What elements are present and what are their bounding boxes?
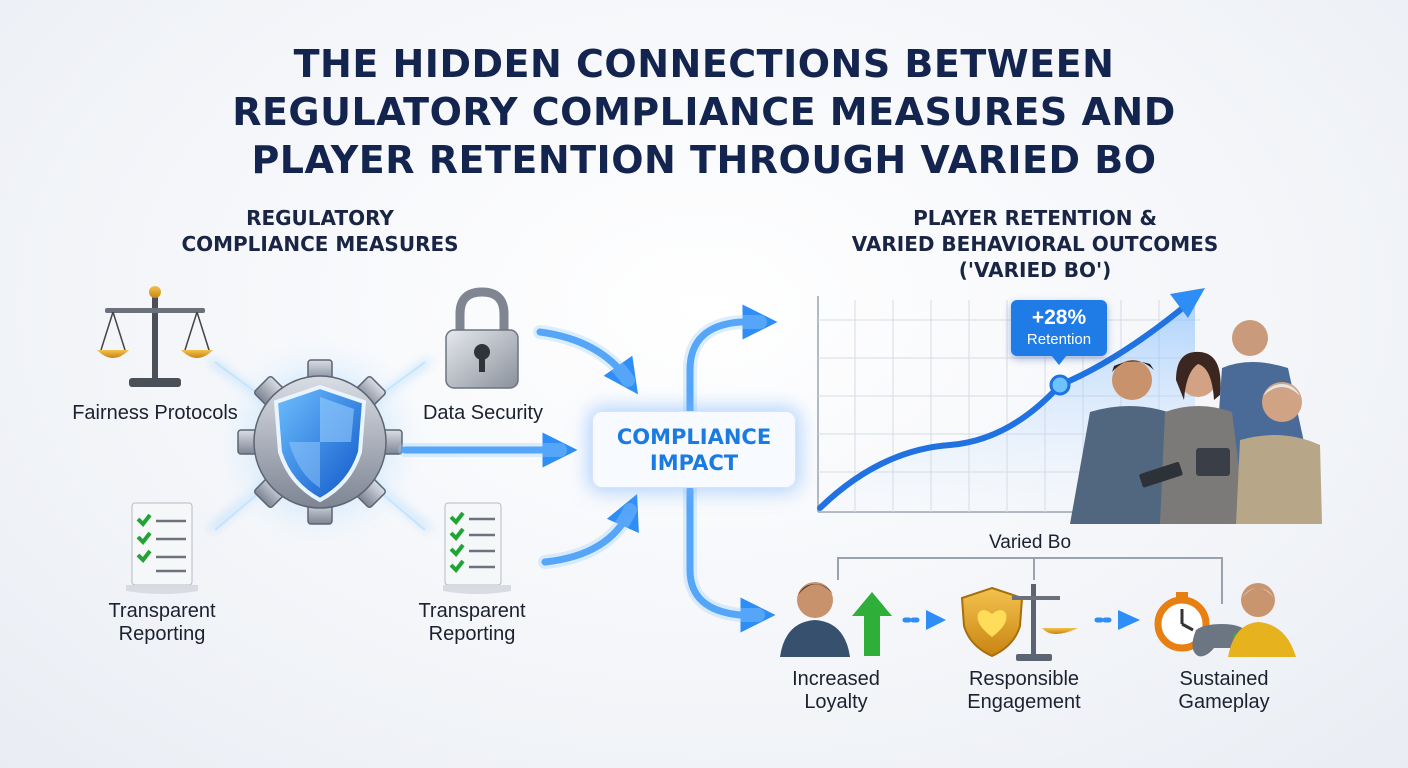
padlock-shape — [445, 287, 519, 389]
sustained-gameplay-label: Sustained Gameplay — [1154, 668, 1294, 714]
left-section-heading: REGULATORY COMPLIANCE MEASURES — [130, 205, 510, 257]
impact-line-1: COMPLIANCE — [616, 424, 772, 449]
right-heading-line-3: ('VARIED BO') — [958, 258, 1112, 282]
varied-bo-label: Varied Bo — [988, 532, 1072, 553]
engagement-line-2: Engagement — [967, 691, 1081, 713]
transparent-reporting-label-left: Transparent Reporting — [82, 600, 242, 646]
people-group-shape — [1070, 320, 1322, 524]
chart-marker — [1049, 374, 1071, 396]
gameplay-line-1: Sustained — [1179, 668, 1269, 690]
checklist-shape-left — [126, 502, 198, 594]
retention-badge: +28% Retention — [1011, 300, 1107, 365]
reporting-left-line-2: Reporting — [118, 623, 206, 645]
heart-shield-scales-icon — [960, 580, 1082, 662]
loyalty-line-1: Increased — [792, 668, 880, 690]
transparent-reporting-label-right: Transparent Reporting — [392, 600, 552, 646]
checklist-icon — [125, 500, 205, 595]
scales-shape — [97, 286, 213, 387]
data-security-label: Data Security — [422, 402, 544, 424]
loyalty-line-2: Loyalty — [804, 691, 868, 713]
padlock-icon — [440, 290, 525, 390]
person-up-arrow-icon — [778, 580, 898, 660]
scales-icon — [100, 290, 210, 390]
title-line-3: PLAYER RETENTION THROUGH VARIED BO — [251, 138, 1157, 182]
title-line-1: THE HIDDEN CONNECTIONS BETWEEN — [293, 42, 1115, 86]
gear-shape — [237, 359, 403, 525]
varied-bo-bracket — [837, 557, 1223, 604]
shield-gear-icon — [245, 365, 395, 520]
people-group-icon — [1070, 318, 1325, 524]
heart-shield-scales-shape — [960, 584, 1078, 661]
chart-line — [817, 299, 1193, 511]
increased-loyalty-label: Increased Loyalty — [766, 668, 906, 714]
retention-badge-value: +28% — [1031, 306, 1087, 329]
reporting-right-line-1: Transparent — [418, 600, 526, 622]
title-line-2: REGULATORY COMPLIANCE MEASURES AND — [232, 90, 1176, 134]
checklist-icon — [440, 500, 515, 595]
stopwatch-controller-shape — [1154, 583, 1296, 657]
fairness-protocols-label: Fairness Protocols — [72, 402, 238, 424]
gameplay-line-2: Gameplay — [1178, 691, 1270, 713]
left-heading-line-2: COMPLIANCE MEASURES — [181, 232, 459, 256]
compliance-impact-box: COMPLIANCE IMPACT — [592, 411, 796, 488]
flow-arrows-out — [686, 304, 778, 633]
retention-badge-label: Retention — [1026, 331, 1092, 348]
engagement-line-1: Responsible — [968, 668, 1080, 690]
page-title: THE HIDDEN CONNECTIONS BETWEEN REGULATOR… — [0, 40, 1408, 184]
reporting-left-line-1: Transparent — [108, 600, 216, 622]
impact-line-2: IMPACT — [649, 450, 739, 475]
right-heading-line-1: PLAYER RETENTION & — [913, 206, 1157, 230]
right-section-heading: PLAYER RETENTION & VARIED BEHAVIORAL OUT… — [820, 205, 1250, 283]
checklist-shape-right — [443, 502, 511, 594]
reporting-right-line-2: Reporting — [428, 623, 516, 645]
outcome-arrows — [902, 610, 1140, 630]
loyalty-person-shape — [780, 582, 892, 657]
right-heading-line-2: VARIED BEHAVIORAL OUTCOMES — [851, 232, 1219, 256]
flow-arrows-in — [401, 328, 639, 566]
responsible-engagement-label: Responsible Engagement — [944, 668, 1104, 714]
stopwatch-controller-icon — [1155, 576, 1300, 660]
left-heading-line-1: REGULATORY — [246, 206, 394, 230]
